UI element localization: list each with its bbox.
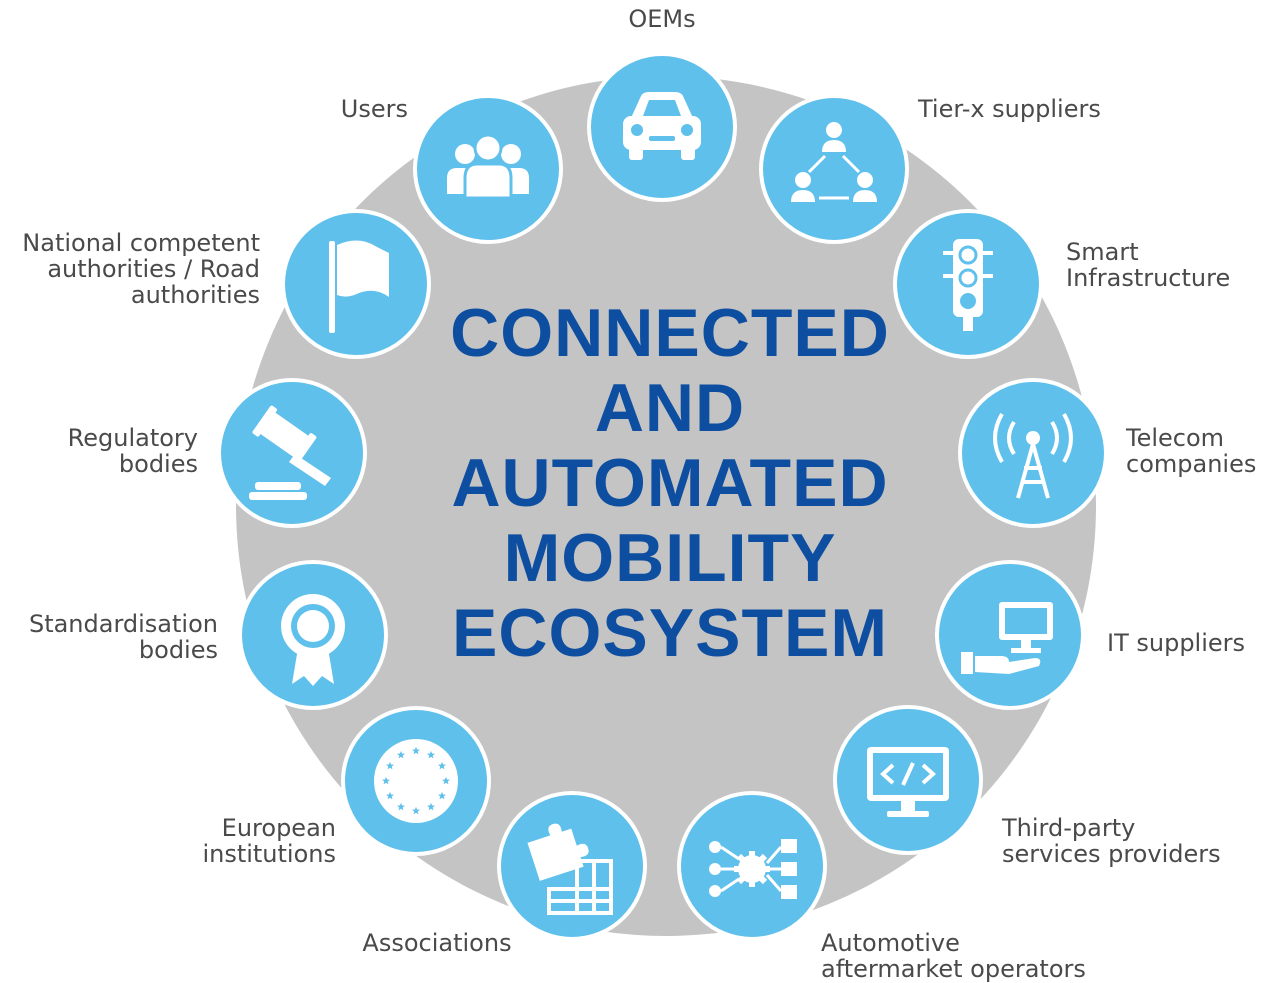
node-associations (497, 791, 647, 941)
node-oems (587, 52, 737, 202)
label-oems: OEMs (628, 5, 696, 33)
label-tier-x-suppliers: Tier-x suppliers (918, 95, 1101, 123)
puzzle-icon (527, 823, 613, 915)
eu-star (442, 776, 450, 785)
users-group-icon (447, 133, 529, 200)
eu-star (397, 750, 405, 759)
car-icon (623, 92, 701, 160)
label-standardisation: Standardisation bodies (28, 610, 218, 664)
antenna-tower-icon (993, 412, 1073, 499)
label-users: Users (340, 95, 408, 123)
label-national-authorities: National competent authorities / Road au… (22, 229, 260, 309)
title-line: AUTOMATED (451, 445, 889, 521)
node-aftermarket (677, 791, 827, 941)
node-tier-x-suppliers (759, 94, 909, 244)
eu-stars-icon (374, 739, 458, 823)
hand-monitor-icon (961, 602, 1053, 674)
traffic-light-icon (943, 239, 993, 331)
title-line: MOBILITY (503, 520, 837, 596)
eu-star (386, 791, 395, 800)
code-monitor-icon (867, 747, 949, 817)
gavel-icon (249, 405, 331, 500)
label-aftermarket: Automotive aftermarket operators (821, 929, 1086, 983)
eu-star (382, 776, 390, 785)
center-title: CONNECTED AND AUTOMATED MOBILITY ECOSYST… (390, 296, 950, 671)
label-regulatory: Regulatory bodies (67, 424, 198, 478)
node-regulatory (217, 378, 367, 528)
title-line: CONNECTED (450, 295, 890, 371)
node-users (413, 94, 563, 244)
label-it-suppliers: IT suppliers (1107, 629, 1246, 657)
eu-star (397, 802, 405, 811)
label-telecom-companies: Telecom companies (1126, 424, 1257, 478)
gear-network-icon (709, 839, 797, 899)
award-rosette-icon (281, 594, 345, 686)
node-national-authorities (281, 209, 431, 359)
node-european-institutions (341, 706, 491, 856)
node-telecom-companies (958, 378, 1108, 528)
eu-star (427, 750, 435, 759)
flag-icon (329, 240, 389, 333)
node-it-suppliers (935, 560, 1085, 710)
label-third-party: Third-party services providers (1002, 814, 1221, 868)
eu-star (437, 761, 446, 770)
node-standardisation (238, 560, 388, 710)
label-associations: Associations (362, 929, 512, 957)
eu-star (427, 802, 435, 811)
network-people-icon (791, 122, 877, 202)
title-line: ECOSYSTEM (452, 595, 888, 671)
label-european-institutions: European institutions (202, 814, 336, 868)
label-smart-infrastructure: Smart Infrastructure (1066, 238, 1231, 292)
eu-star (437, 791, 446, 800)
eu-star (386, 761, 395, 770)
title-line: AND (594, 370, 746, 446)
eu-star (412, 806, 420, 815)
node-smart-infrastructure (893, 209, 1043, 359)
node-third-party (833, 705, 983, 855)
eu-star (412, 746, 420, 755)
